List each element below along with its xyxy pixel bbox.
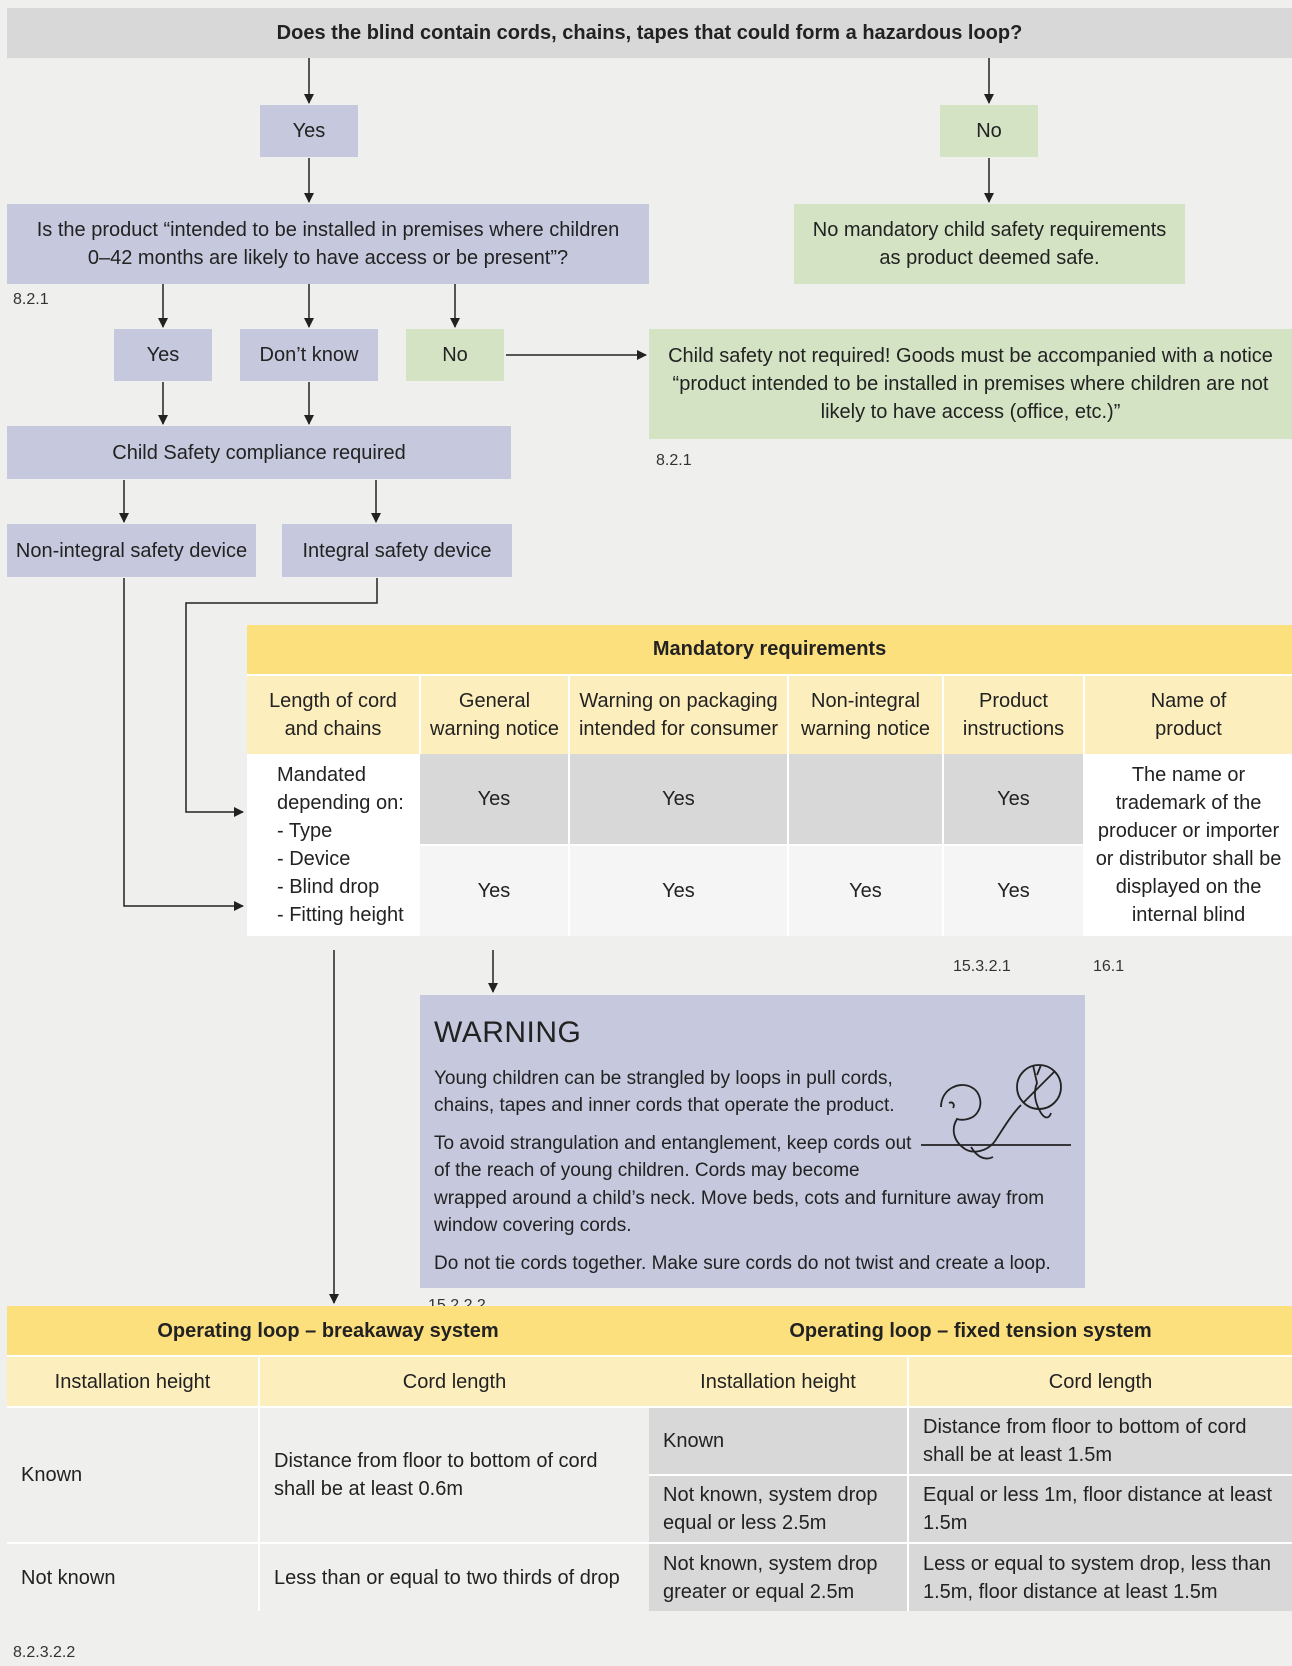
q2-dontknow-box: Don’t know	[240, 329, 378, 381]
header-nonintegral-notice: Non-integral warning notice	[788, 674, 944, 754]
header-length: Length of cord and chains	[247, 674, 421, 754]
fixed-row3-height: Not known, system drop greater or equal …	[649, 1542, 909, 1611]
warning-p1: Young children can be strangled by loops…	[434, 1067, 895, 1117]
breakaway-row2-height: Not known	[7, 1542, 260, 1611]
fixed-col-height: Installation height	[649, 1355, 909, 1407]
name-of-product-cell: The name or trademark of the producer or…	[1084, 754, 1292, 936]
ref-821-a: 8.2.1	[13, 291, 49, 308]
warning-p3: Do not tie cords together. Make sure cor…	[434, 1252, 1051, 1274]
warning-title: WARNING	[434, 1016, 582, 1049]
fixed-tension-table: Operating loop – fixed tension system In…	[649, 1306, 1292, 1611]
non-integral-box: Non-integral safety device	[7, 524, 256, 577]
row1-general-warning: Yes	[420, 754, 570, 845]
child-strangulation-warning-icon	[921, 1063, 1071, 1159]
compliance-box: Child Safety compliance required	[7, 426, 511, 479]
ref-breakaway: 8.2.3.2.2	[13, 1644, 76, 1661]
ref-instructions: 15.3.2.1	[953, 958, 1011, 975]
row2-packaging-warning: Yes	[569, 844, 789, 936]
row1-product-instructions: Yes	[943, 754, 1085, 845]
fixed-row2-height: Not known, system drop equal or less 2.5…	[649, 1474, 909, 1543]
fixed-col-cord: Cord length	[908, 1355, 1292, 1407]
breakaway-col-height: Installation height	[7, 1355, 260, 1407]
breakaway-table: Operating loop – breakaway system Instal…	[7, 1306, 649, 1611]
integral-box: Integral safety device	[282, 524, 512, 577]
warning-p2: To avoid strangulation and entanglement,…	[434, 1132, 1045, 1237]
fixed-row2-cord: Equal or less 1m, floor distance at leas…	[908, 1474, 1292, 1543]
header-packaging-warning: Warning on packaging intended for consum…	[569, 674, 789, 754]
fixed-row1-cord: Distance from floor to bottom of cord sh…	[908, 1406, 1292, 1475]
header-name-of-product: Name of product	[1084, 674, 1292, 754]
ref-name: 16.1	[1093, 958, 1125, 975]
no-box: No	[940, 105, 1038, 157]
length-cell: Mandated depending on: - Type - Device -…	[247, 754, 420, 936]
q2-yes-box: Yes	[114, 329, 212, 381]
yes-box: Yes	[260, 105, 358, 157]
fixed-row3-cord: Less or equal to system drop, less than …	[908, 1542, 1292, 1611]
breakaway-title: Operating loop – breakaway system	[7, 1306, 649, 1356]
breakaway-row1-height: Known	[7, 1406, 260, 1543]
mandatory-requirements-table: Mandatory requirements Length of cord an…	[247, 625, 1292, 936]
breakaway-row2-cord: Less than or equal to two thirds of drop	[259, 1542, 649, 1611]
header-general-warning: General warning notice	[420, 674, 570, 754]
header-product-instructions: Product instructions	[943, 674, 1085, 754]
top-question: Does the blind contain cords, chains, ta…	[7, 8, 1292, 58]
breakaway-col-cord: Cord length	[259, 1355, 649, 1407]
arrow-nonintegral-to-row2	[123, 578, 244, 911]
row2-general-warning: Yes	[420, 844, 570, 936]
row1-nonintegral-notice	[788, 754, 944, 845]
warning-panel: WARNING Young children can be strangled …	[420, 995, 1085, 1288]
arrow-integral-to-row1	[185, 578, 378, 817]
q2-no-box: No	[406, 329, 504, 381]
row2-nonintegral-notice: Yes	[788, 844, 944, 936]
mandatory-title: Mandatory requirements	[247, 625, 1292, 675]
question2-box: Is the product “intended to be installed…	[7, 204, 649, 284]
row1-packaging-warning: Yes	[569, 754, 789, 845]
breakaway-row1-cord: Distance from floor to bottom of cord sh…	[259, 1406, 649, 1543]
no-result-box: No mandatory child safety requirements a…	[794, 204, 1185, 284]
row2-product-instructions: Yes	[943, 844, 1085, 936]
fixed-title: Operating loop – fixed tension system	[649, 1306, 1292, 1356]
ref-821-b: 8.2.1	[656, 452, 692, 469]
fixed-row1-height: Known	[649, 1406, 909, 1475]
q2-no-result-box: Child safety not required! Goods must be…	[649, 329, 1292, 439]
